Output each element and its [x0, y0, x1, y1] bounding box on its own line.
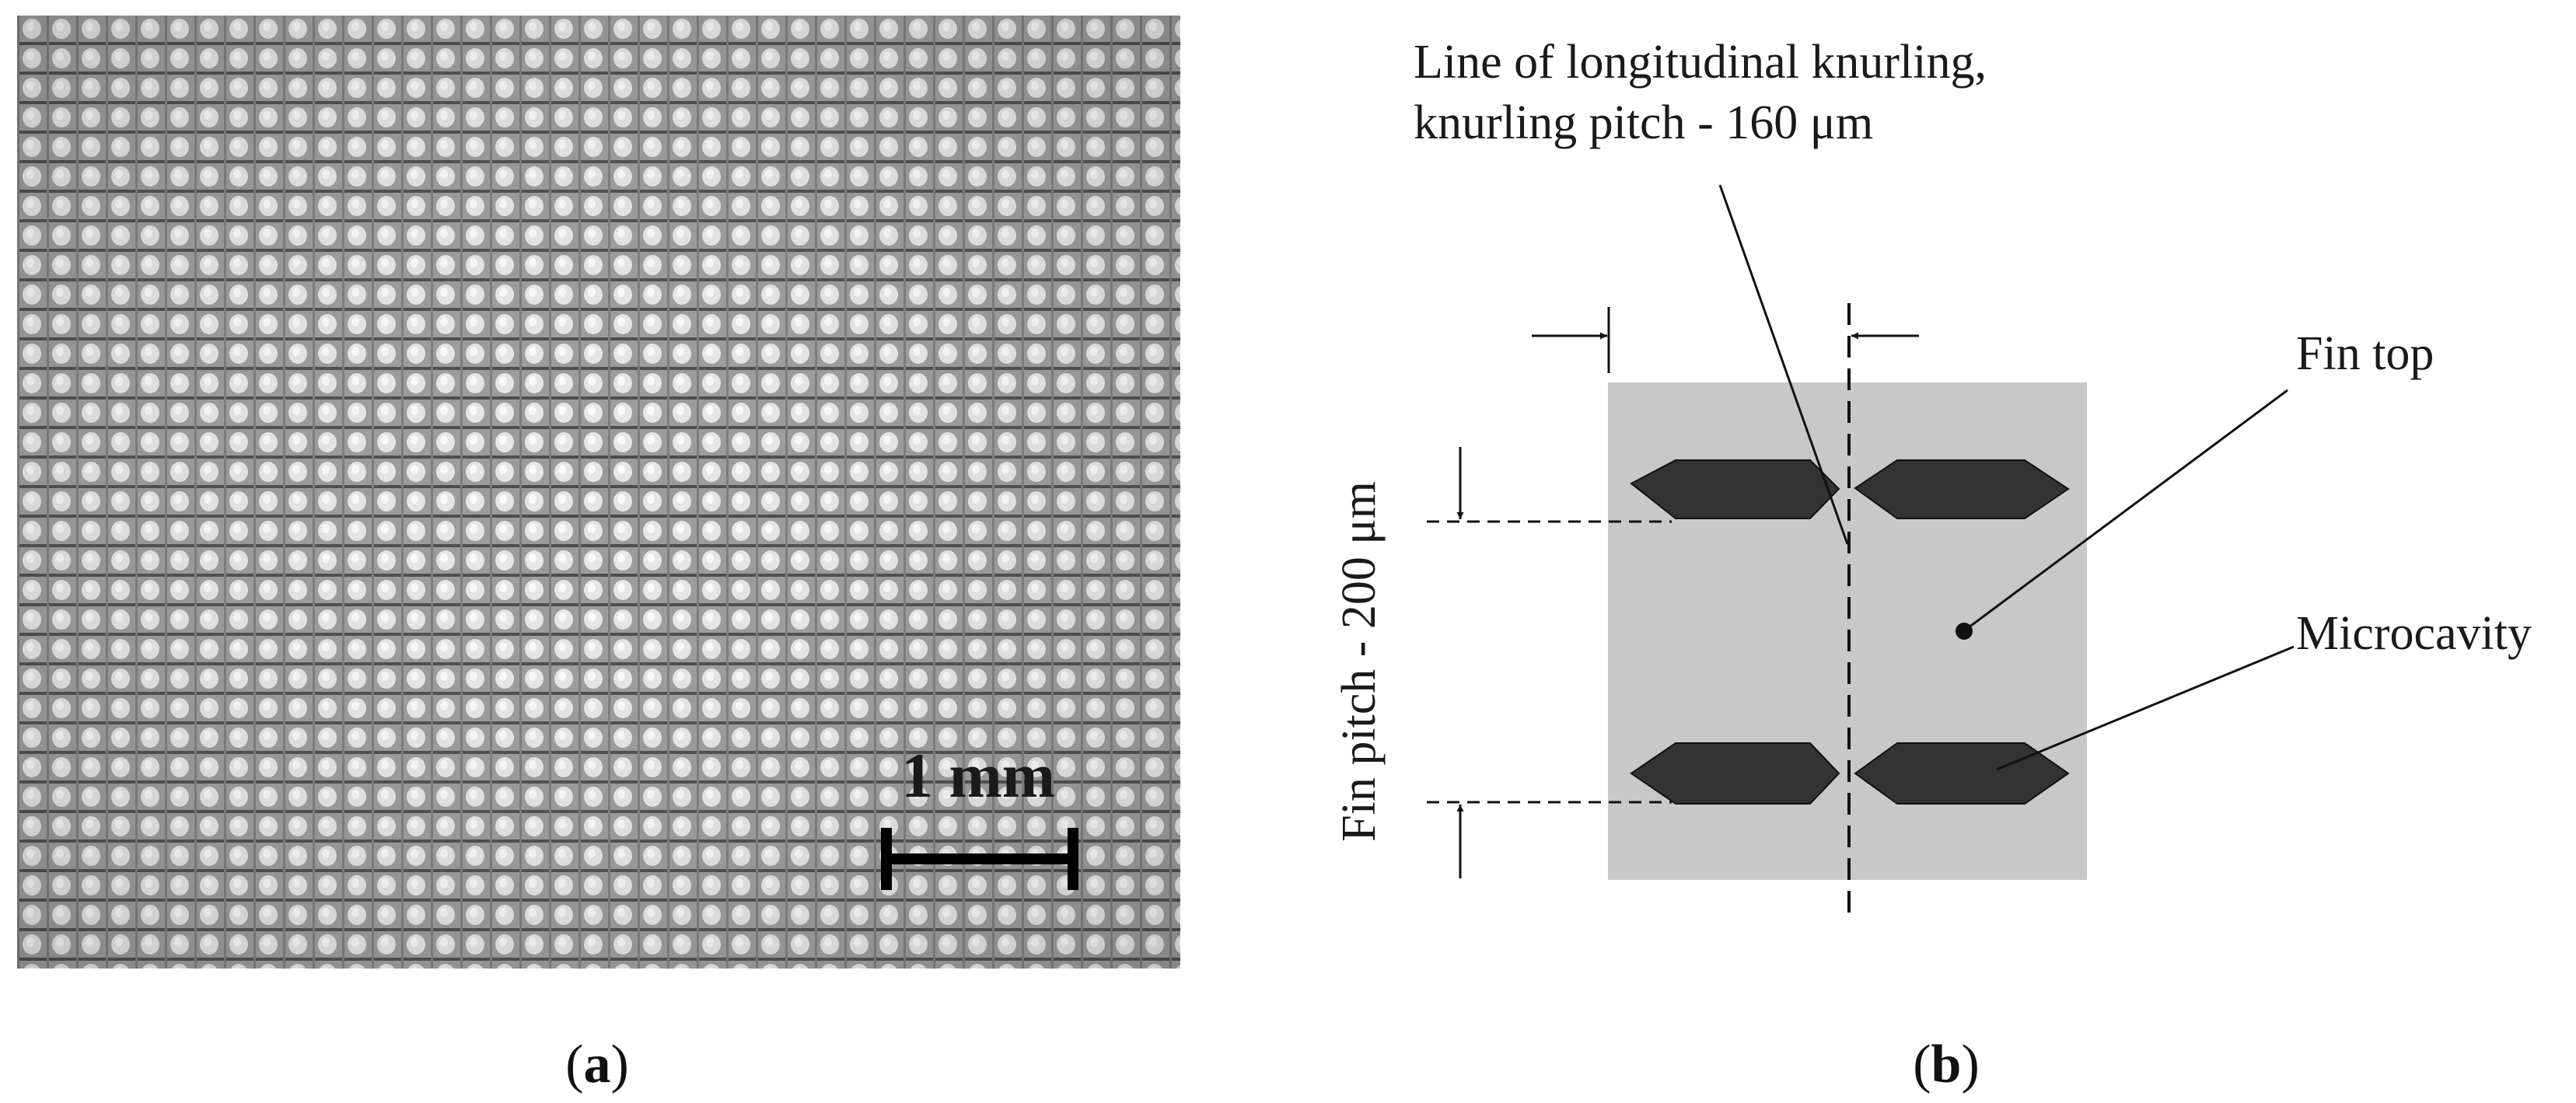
- fin-pitch-annotation: Fin pitch - 200 μm: [1333, 481, 1386, 842]
- knurling-annotation-line2: knurling pitch - 160 μm: [1414, 96, 1873, 149]
- scale-bar-label: 1 mm: [901, 740, 1055, 811]
- microcavity-top-right: [1854, 459, 2070, 519]
- microcavity-top-left: [1630, 459, 1840, 519]
- micrograph-shading: [17, 16, 1180, 969]
- panel-a-label: (a): [565, 1035, 629, 1094]
- fin-top-marker-dot: [1956, 623, 1973, 640]
- fin-top-leader-line: [1965, 389, 2288, 631]
- fin-top-annotation: Fin top: [2296, 327, 2434, 380]
- knurling-annotation-line1: Line of longitudinal knurling,: [1414, 36, 1987, 89]
- knurling-leader-line: [1718, 184, 1849, 545]
- microcavity-bottom-left: [1630, 742, 1840, 805]
- panel-b: Line of longitudinal knurling, knurling …: [1333, 36, 2532, 1094]
- panel-a: 1 mm (a): [17, 16, 1180, 1094]
- scale-bar: 1 mm: [881, 740, 1078, 890]
- microcavity-annotation: Microcavity: [2296, 607, 2532, 660]
- microcavity-leader-line: [1996, 645, 2295, 771]
- microcavity-bottom-right: [1854, 742, 2070, 805]
- panel-b-label: (b): [1913, 1035, 1980, 1094]
